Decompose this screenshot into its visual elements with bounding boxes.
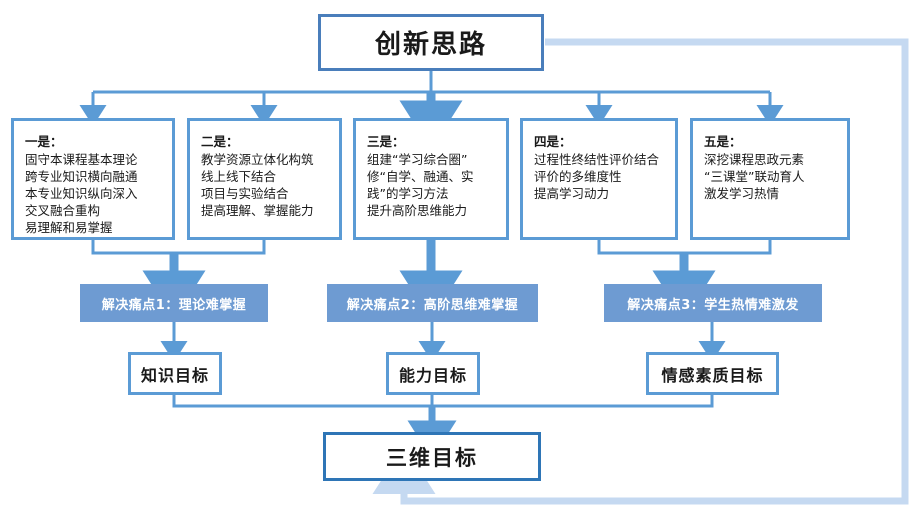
idea-2-line-1: 教学资源立体化构筑 [201,152,314,167]
idea-box-5: 五是： 深挖课程思政元素 “三课堂”联动育人 激发学习热情 [690,118,850,240]
ideas-to-pain1-connector [91,240,266,320]
final-goal-label: 三维目标 [386,445,478,470]
idea-5-heading: 五是： [704,134,742,149]
idea-3-line-2: 修“自学、融通、实 [367,169,474,184]
idea-4-heading: 四是： [534,134,572,149]
title-box: 创新思路 [318,14,544,71]
page-title: 创新思路 [374,30,487,60]
pain-point-1-label: 解决痛点1：理论难掌握 [101,297,247,313]
goal-knowledge-label: 知识目标 [140,365,209,385]
idea-3-line-1: 组建“学习综合圈” [367,152,468,167]
idea-2-line-2: 线上线下结合 [201,169,277,184]
idea-box-4: 四是： 过程性终结性评价结合 评价的多维度性 提高学习动力 [520,118,678,240]
idea-1-line-3: 本专业知识纵向深入 [25,186,138,201]
idea-box-2: 二是： 教学资源立体化构筑 线上线下结合 项目与实验结合 提高理解、掌握能力 [187,118,342,240]
final-goal-box: 三维目标 [323,432,541,481]
goal-box-emotion-quality: 情感素质目标 [646,352,779,395]
idea-5-line-3: 激发学习热情 [704,186,780,201]
pain-point-bar-2: 解决痛点2：高阶思维难掌握 [327,284,538,322]
idea-2-heading: 二是： [201,134,239,149]
pain-point-bar-3: 解决痛点3：学生热情难激发 [604,284,822,322]
title-to-ideas-connector [79,71,784,150]
pain-point-bar-1: 解决痛点1：理论难掌握 [80,284,268,322]
goals-to-final-connector [172,395,714,459]
idea-5-line-2: “三课堂”联动育人 [704,169,805,184]
ideas-to-pain3-connector [597,240,772,320]
idea-3-heading: 三是： [367,134,405,149]
idea-3-line-4: 提升高阶思维能力 [367,203,468,218]
idea-box-3: 三是： 组建“学习综合圈” 修“自学、融通、实 践”的学习方法 提升高阶思维能力 [353,118,509,240]
idea-1-heading: 一是： [25,134,63,149]
idea-1-line-2: 跨专业知识横向融通 [25,169,138,184]
goal-emotion-quality-label: 情感素质目标 [661,365,764,385]
idea-4-line-3: 提高学习动力 [534,186,610,201]
idea-2-line-3: 项目与实验结合 [201,186,289,201]
idea-4-line-2: 评价的多维度性 [534,169,622,184]
idea-1-line-1: 固守本课程基本理论 [25,152,138,167]
idea-3-line-3: 践”的学习方法 [367,186,449,201]
idea-1-line-4: 交叉融合重构 [25,203,101,218]
idea-box-1: 一是： 固守本课程基本理论 跨专业知识横向融通 本专业知识纵向深入 交叉融合重构… [11,118,175,240]
pain-to-goal-connectors [160,322,726,362]
idea-2-line-4: 提高理解、掌握能力 [201,203,314,218]
goal-ability-label: 能力目标 [398,365,467,385]
idea-5-line-1: 深挖课程思政元素 [704,152,805,167]
idea-1-line-5: 易理解和易掌握 [25,220,113,235]
pain-point-2-label: 解决痛点2：高阶思维难掌握 [346,297,519,313]
goal-box-knowledge: 知识目标 [128,352,222,395]
goal-box-ability: 能力目标 [386,352,480,395]
pain-point-3-label: 解决痛点3：学生热情难激发 [627,297,799,313]
idea-4-line-1: 过程性终结性评价结合 [534,152,660,167]
